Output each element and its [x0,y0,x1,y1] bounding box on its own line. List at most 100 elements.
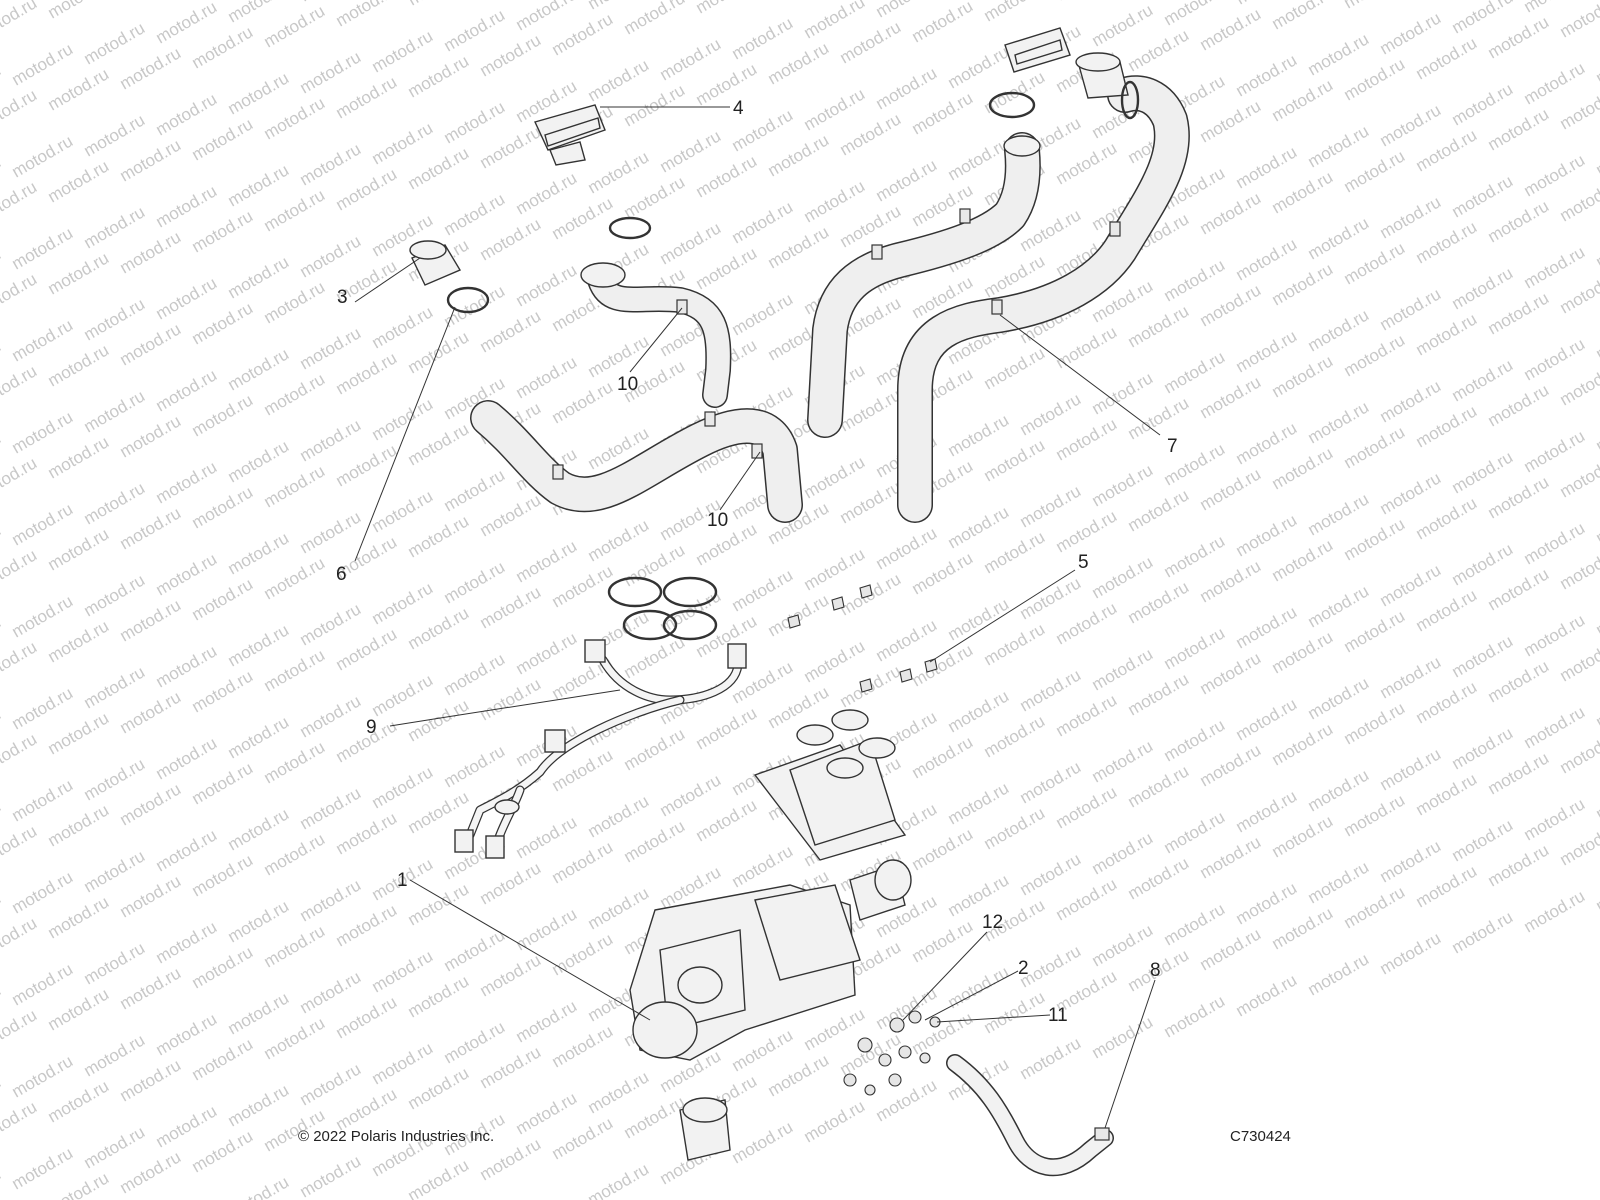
watermark-text: motod.ru [621,0,689,38]
watermark-text: motod.ru [1449,171,1517,221]
watermark-text: motod.ru [225,1080,293,1130]
watermark-text: motod.ru [45,524,113,574]
hose-fittings [843,1010,941,1096]
watermark-text: motod.ru [9,591,77,641]
watermark-text: motod.ru [1485,840,1553,890]
watermark-text: motod.ru [765,1050,833,1100]
callout-5: 5 [1078,552,1089,573]
watermark-text: motod.ru [1485,104,1553,154]
watermark-text: motod.ru [117,687,185,737]
watermark-text: motod.ru [0,85,40,135]
watermark-text: motod.ru [477,858,545,908]
plenum-port [796,724,834,746]
watermark-text: motod.ru [261,461,329,511]
watermark-text: motod.ru [1017,1033,1085,1083]
watermark-text: motod.ru [873,523,941,573]
callout-6: 6 [336,564,347,585]
watermark-text: motod.ru [333,164,401,214]
watermark-text: motod.ru [261,1013,329,1063]
watermark-text: motod.ru [513,168,581,218]
watermark-text: motod.ru [297,415,365,465]
blower-housing [632,1001,698,1059]
watermark-text: motod.ru [189,206,257,256]
watermark-text: motod.ru [1485,656,1553,706]
watermark-text: motod.ru [1341,54,1409,104]
watermark-text: motod.ru [1449,723,1517,773]
watermark-text: motod.ru [297,691,365,741]
watermark-text: motod.ru [405,0,473,9]
watermark-text: motod.ru [225,1172,293,1200]
watermark-text: motod.ru [1557,635,1600,685]
watermark-text: motod.ru [1413,217,1481,267]
watermark-text: motod.ru [0,545,40,595]
watermark-text: motod.ru [477,30,545,80]
watermark-text: motod.ru [1449,815,1517,865]
watermark-text: motod.ru [1125,577,1193,627]
watermark-text: motod.ru [1377,284,1445,334]
plenum-port [831,709,869,731]
watermark-text: motod.ru [1053,782,1121,832]
watermark-text: motod.ru [405,327,473,377]
duct-adapter [409,240,462,286]
watermark-text: motod.ru [9,315,77,365]
duct-clamp [552,464,564,480]
duct-ring-clamp [446,286,490,314]
watermark-text: motod.ru [657,218,725,268]
watermark-text: motod.ru [0,453,40,503]
watermark-text: motod.ru [693,243,761,293]
watermark-text: motod.ru [1233,326,1301,376]
watermark-text: motod.ru [621,724,689,774]
watermark-text: motod.ru [369,302,437,352]
right-vent-duct [897,75,1190,523]
callout-4: 4 [733,98,744,119]
watermark-text: motod.ru [729,197,797,247]
watermark-text: motod.ru [1197,924,1265,974]
watermark-text: motod.ru [45,64,113,114]
coolant-hose [946,1054,1114,1177]
watermark-text: motod.ru [1269,443,1337,493]
watermark-text: motod.ru [441,5,509,55]
watermark-text: motod.ru [513,260,581,310]
watermark-text: motod.ru [1521,242,1589,292]
watermark-text: motod.ru [1197,188,1265,238]
watermark-text: motod.ru [1269,167,1337,217]
watermark-text: motod.ru [873,983,941,1033]
callout-11: 11 [1048,1005,1068,1026]
watermark-text: motod.ru [369,118,437,168]
callout-7: 7 [1167,436,1178,457]
watermark-text: motod.ru [477,306,545,356]
outlet-plenum [753,709,907,861]
watermark-text: motod.ru [657,770,725,820]
watermark-text: motod.ru [765,38,833,88]
watermark-text: motod.ru [585,515,653,565]
watermark-text: motod.ru [1593,221,1600,271]
duct-clamp [871,244,883,260]
callout-2: 2 [1018,958,1029,979]
left-heater-duct [470,400,803,523]
watermark-text: motod.ru [1269,627,1337,677]
watermark-text: motod.ru [729,289,797,339]
watermark-text: motod.ru [1053,506,1121,556]
watermark-text: motod.ru [1197,96,1265,146]
watermark-text: motod.ru [1089,552,1157,602]
watermark-text: motod.ru [1305,765,1373,815]
watermark-text: motod.ru [297,139,365,189]
watermark-text: motod.ru [9,683,77,733]
watermark-text: motod.ru [81,754,149,804]
watermark-text: motod.ru [801,452,869,502]
watermark-text: motod.ru [1125,485,1193,535]
watermark-text: motod.ru [1125,301,1193,351]
watermark-text: motod.ru [189,758,257,808]
watermark-text: motod.ru [333,1084,401,1134]
watermark-text: motod.ru [945,502,1013,552]
watermark-text: motod.ru [9,959,77,1009]
watermark-text: motod.ru [1449,631,1517,681]
watermark-text: motod.ru [225,712,293,762]
watermark-text: motod.ru [729,841,797,891]
watermark-text: motod.ru [981,527,1049,577]
watermark-text: motod.ru [117,319,185,369]
right-duct-coupler [1075,52,1129,99]
watermark-text: motod.ru [945,410,1013,460]
dash-vent-outlet-right [1004,27,1071,73]
watermark-text: motod.ru [1521,886,1589,936]
